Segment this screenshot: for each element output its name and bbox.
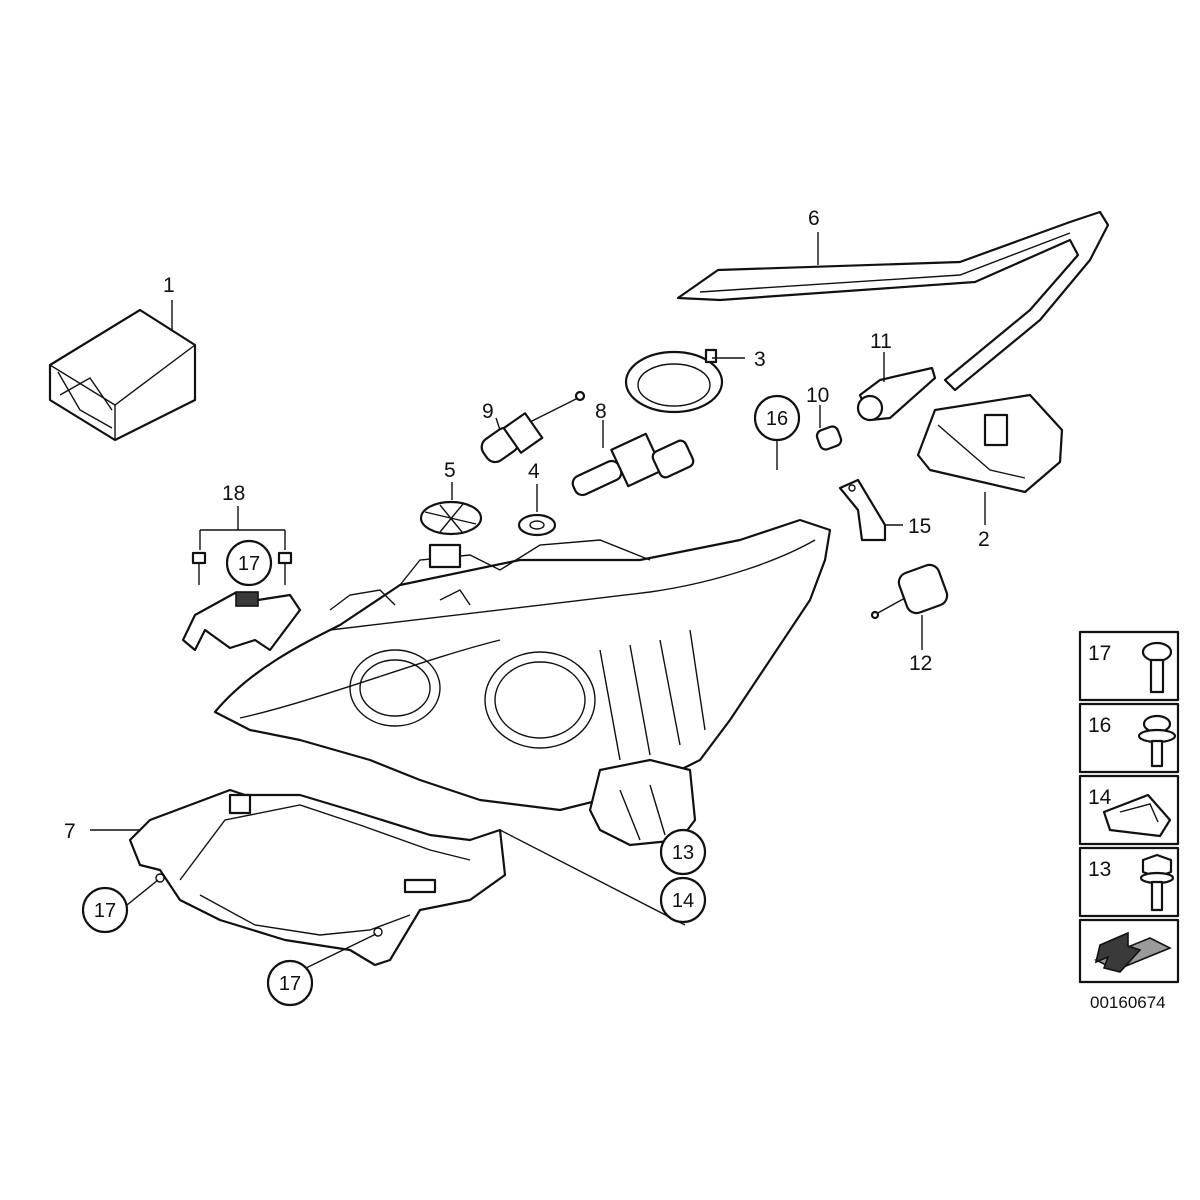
legend-label-13: 13 xyxy=(1088,858,1111,881)
part-18-bracket-screws: 18 17 xyxy=(181,482,302,652)
fastener-legend: 17 16 14 13 xyxy=(1078,630,1180,984)
callout-8: 8 xyxy=(595,400,607,423)
headlight-housing xyxy=(213,518,832,926)
part-1-control-unit-box: 1 xyxy=(48,274,197,442)
callout-5: 5 xyxy=(444,459,456,482)
part-12-adjuster: 12 xyxy=(870,563,949,675)
callout-18: 18 xyxy=(222,482,245,505)
part-5-cap: 5 xyxy=(419,459,483,536)
part-3-ring-cap: 3 xyxy=(624,348,766,414)
part-13-14-callouts: 13 14 xyxy=(659,828,707,924)
callout-2: 2 xyxy=(978,528,990,551)
part-8-bulb: 8 xyxy=(571,400,695,497)
callout-10: 10 xyxy=(806,384,829,407)
legend-label-17: 17 xyxy=(1088,642,1111,665)
part-6-seal-strip: 6 xyxy=(676,207,1110,392)
part-7-carrier-bracket: 7 xyxy=(64,788,507,967)
callout-7: 7 xyxy=(64,820,76,843)
callout-17-bottom: 17 xyxy=(279,973,301,995)
callout-17-left: 17 xyxy=(94,900,116,922)
part-11-bulb-socket: 11 xyxy=(856,330,937,422)
drawing-number: 00160674 xyxy=(1090,993,1166,1012)
callout-14: 14 xyxy=(672,890,694,912)
callout-15: 15 xyxy=(908,515,931,538)
part-15-bracket: 15 xyxy=(838,478,931,542)
callout-12: 12 xyxy=(909,652,932,675)
legend-label-14: 14 xyxy=(1088,786,1112,809)
callout-13: 13 xyxy=(672,842,694,864)
callout-6: 6 xyxy=(808,207,820,230)
part-2-cover: 2 xyxy=(916,393,1064,551)
callout-17-bracket: 17 xyxy=(238,553,260,575)
callout-16: 16 xyxy=(766,408,788,430)
part-9-bulb: 9 xyxy=(480,390,586,464)
callout-4: 4 xyxy=(528,460,540,483)
callout-11: 11 xyxy=(870,330,892,353)
legend-label-16: 16 xyxy=(1088,714,1111,737)
part-4-clip: 4 xyxy=(517,460,557,537)
callout-3: 3 xyxy=(754,348,766,371)
part-10-small-bulb: 10 xyxy=(806,384,843,451)
part-16-callout: 16 xyxy=(753,394,801,470)
callout-1: 1 xyxy=(163,274,175,297)
part-17-callouts: 17 17 xyxy=(81,879,377,1007)
callout-9: 9 xyxy=(482,400,494,423)
